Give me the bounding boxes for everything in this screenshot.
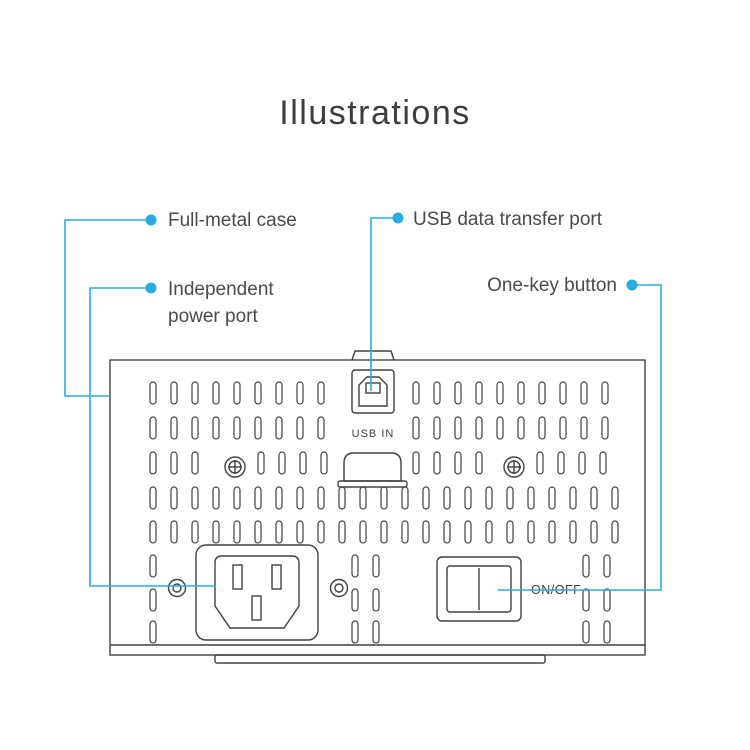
power-screw-right	[329, 578, 349, 598]
vent-slots	[149, 381, 619, 644]
callout-line-usb	[370, 217, 396, 391]
handle-slot	[343, 452, 402, 482]
usb-port-contact	[365, 382, 381, 394]
power-port-socket	[214, 555, 300, 629]
callout-line-full-metal	[64, 219, 151, 397]
power-pin-left	[232, 564, 243, 590]
callout-lines	[64, 212, 662, 591]
panel-screw-right	[503, 456, 525, 478]
power-switch-inner	[446, 565, 512, 613]
handle-slot-base	[337, 480, 408, 488]
power-switch	[436, 556, 522, 622]
callout-label-usb-data-transfer-port: USB data transfer port	[413, 209, 603, 230]
usb-in-label: USB IN	[352, 428, 395, 440]
callout-dot-full-metal	[145, 214, 157, 226]
panel-screw-left	[224, 456, 246, 478]
device-stand	[214, 654, 546, 664]
callout-dot-usb	[392, 212, 404, 224]
callout-dot-power	[145, 282, 157, 294]
callout-label-independent-power-port: Independent power port	[168, 279, 274, 327]
power-pin-earth	[251, 595, 262, 621]
callout-line-one-key	[498, 284, 662, 591]
page-title: Illustrations	[279, 94, 471, 132]
usb-port-inner	[358, 376, 388, 407]
power-pin-right	[271, 564, 282, 590]
usb-port-tab	[351, 350, 395, 361]
usb-port	[351, 369, 395, 414]
callout-label-one-key-button: One-key button	[487, 275, 617, 296]
callout-line-power	[89, 287, 216, 587]
power-screw-left	[167, 578, 187, 598]
callout-dot-one-key	[626, 279, 638, 291]
power-port-plate	[195, 544, 319, 641]
callout-label-full-metal-case: Full-metal case	[168, 210, 297, 231]
